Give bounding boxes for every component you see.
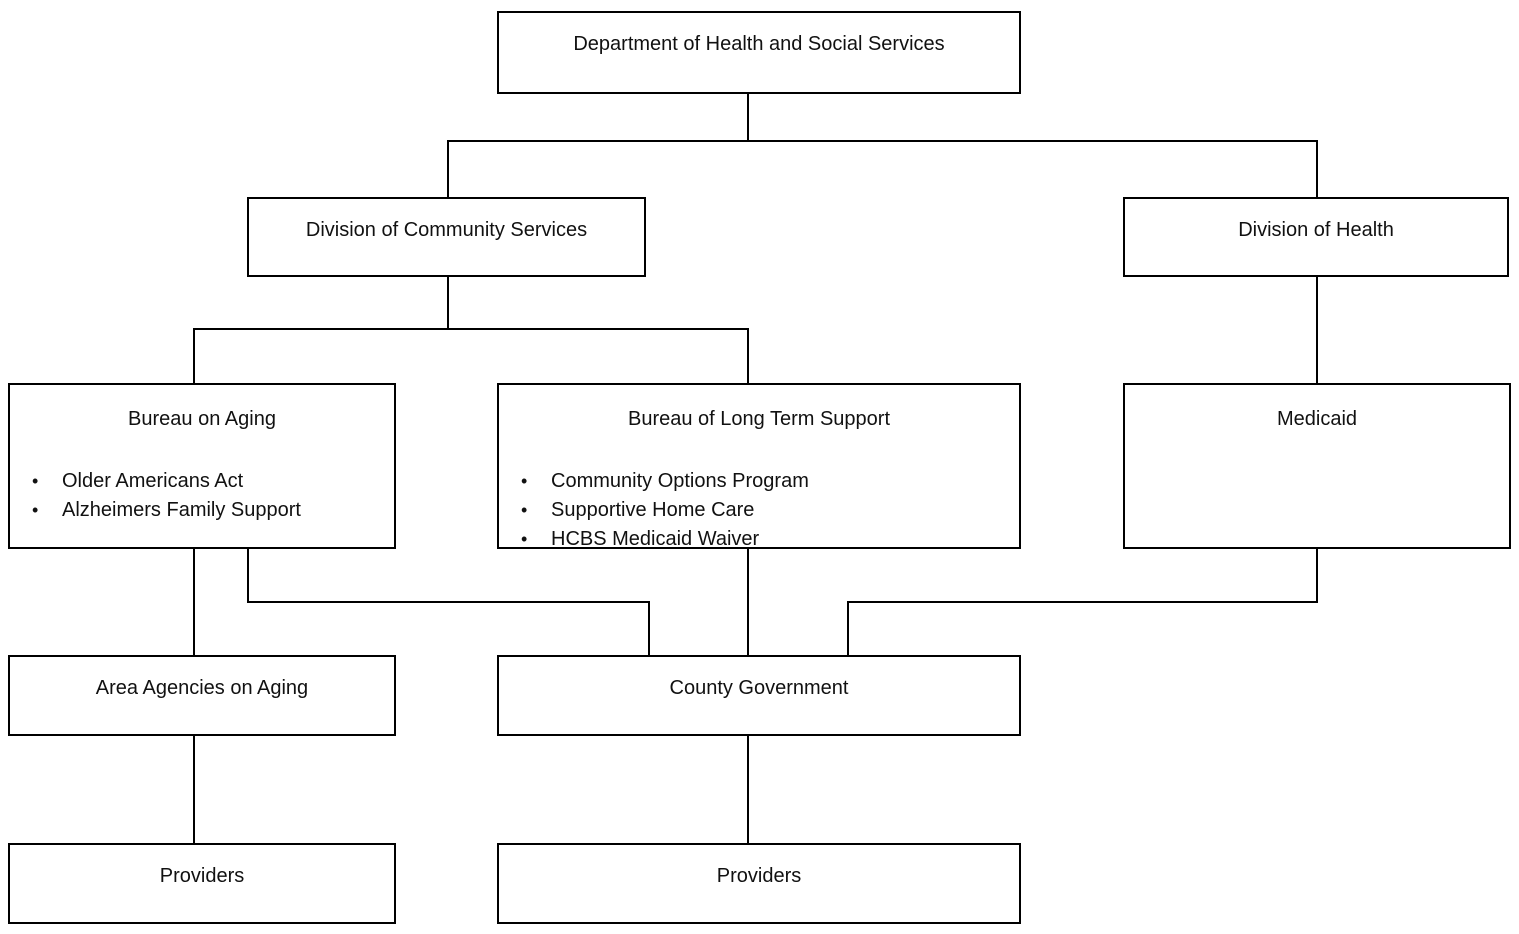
connector-doh-medicaid <box>1316 277 1318 383</box>
node-bureau-on-aging: Bureau on Aging Older Americans Act Alzh… <box>8 383 396 549</box>
node-label: Providers <box>159 865 245 887</box>
node-label: Bureau of Long Term Support <box>627 408 891 430</box>
connector-boa-aaa <box>193 548 195 655</box>
node-label: Providers <box>716 865 802 887</box>
connector-boa-drop <box>193 328 195 383</box>
node-bureau-long-term-support: Bureau of Long Term Support Community Op… <box>497 383 1021 554</box>
bullet-list: Older Americans Act Alzheimers Family Su… <box>10 467 394 525</box>
node-area-agencies-on-aging: Area Agencies on Aging <box>8 655 396 736</box>
connector-doh-drop <box>1316 140 1318 197</box>
connector-boa-county-drop <box>648 601 650 655</box>
connector-medicaid-county-rail <box>847 601 1318 603</box>
bullet-item: Community Options Program <box>521 467 1019 496</box>
node-label: Division of Health <box>1238 219 1394 241</box>
node-county-government: County Government <box>497 655 1021 736</box>
connector-boa-county-stem <box>247 548 249 603</box>
node-label: Bureau on Aging <box>128 408 276 430</box>
node-label: Area Agencies on Aging <box>95 677 309 699</box>
node-providers-aging: Providers <box>8 843 396 924</box>
connector-aaa-providers <box>193 735 195 843</box>
node-label: County Government <box>669 677 849 699</box>
connector-dcs-drop <box>447 140 449 197</box>
node-label: Department of Health and Social Services <box>573 33 945 55</box>
node-medicaid: Medicaid <box>1123 383 1511 549</box>
bullet-item: Alzheimers Family Support <box>32 496 394 525</box>
node-division-community-services: Division of Community Services <box>247 197 646 277</box>
connector-medicaid-stem <box>1316 548 1318 603</box>
node-providers-county: Providers <box>497 843 1021 924</box>
connector-dcs-stem <box>447 277 449 330</box>
connector-county-providers <box>747 735 749 843</box>
node-dept-health-social-services: Department of Health and Social Services <box>497 11 1021 94</box>
bullet-list: Community Options Program Supportive Hom… <box>499 467 1019 554</box>
connector-blts-county <box>747 548 749 655</box>
connector-boa-county-rail <box>247 601 650 603</box>
node-label: Division of Community Services <box>305 219 588 241</box>
connector-top-rail <box>447 140 1318 142</box>
bullet-item: HCBS Medicaid Waiver <box>521 525 1019 554</box>
bullet-item: Supportive Home Care <box>521 496 1019 525</box>
node-label: Medicaid <box>1276 408 1358 430</box>
connector-blts-drop <box>747 328 749 383</box>
connector-dcs-rail <box>193 328 749 330</box>
node-division-of-health: Division of Health <box>1123 197 1509 277</box>
connector-dhss-stem <box>747 93 749 141</box>
bullet-item: Older Americans Act <box>32 467 394 496</box>
connector-medicaid-county-drop <box>847 601 849 655</box>
